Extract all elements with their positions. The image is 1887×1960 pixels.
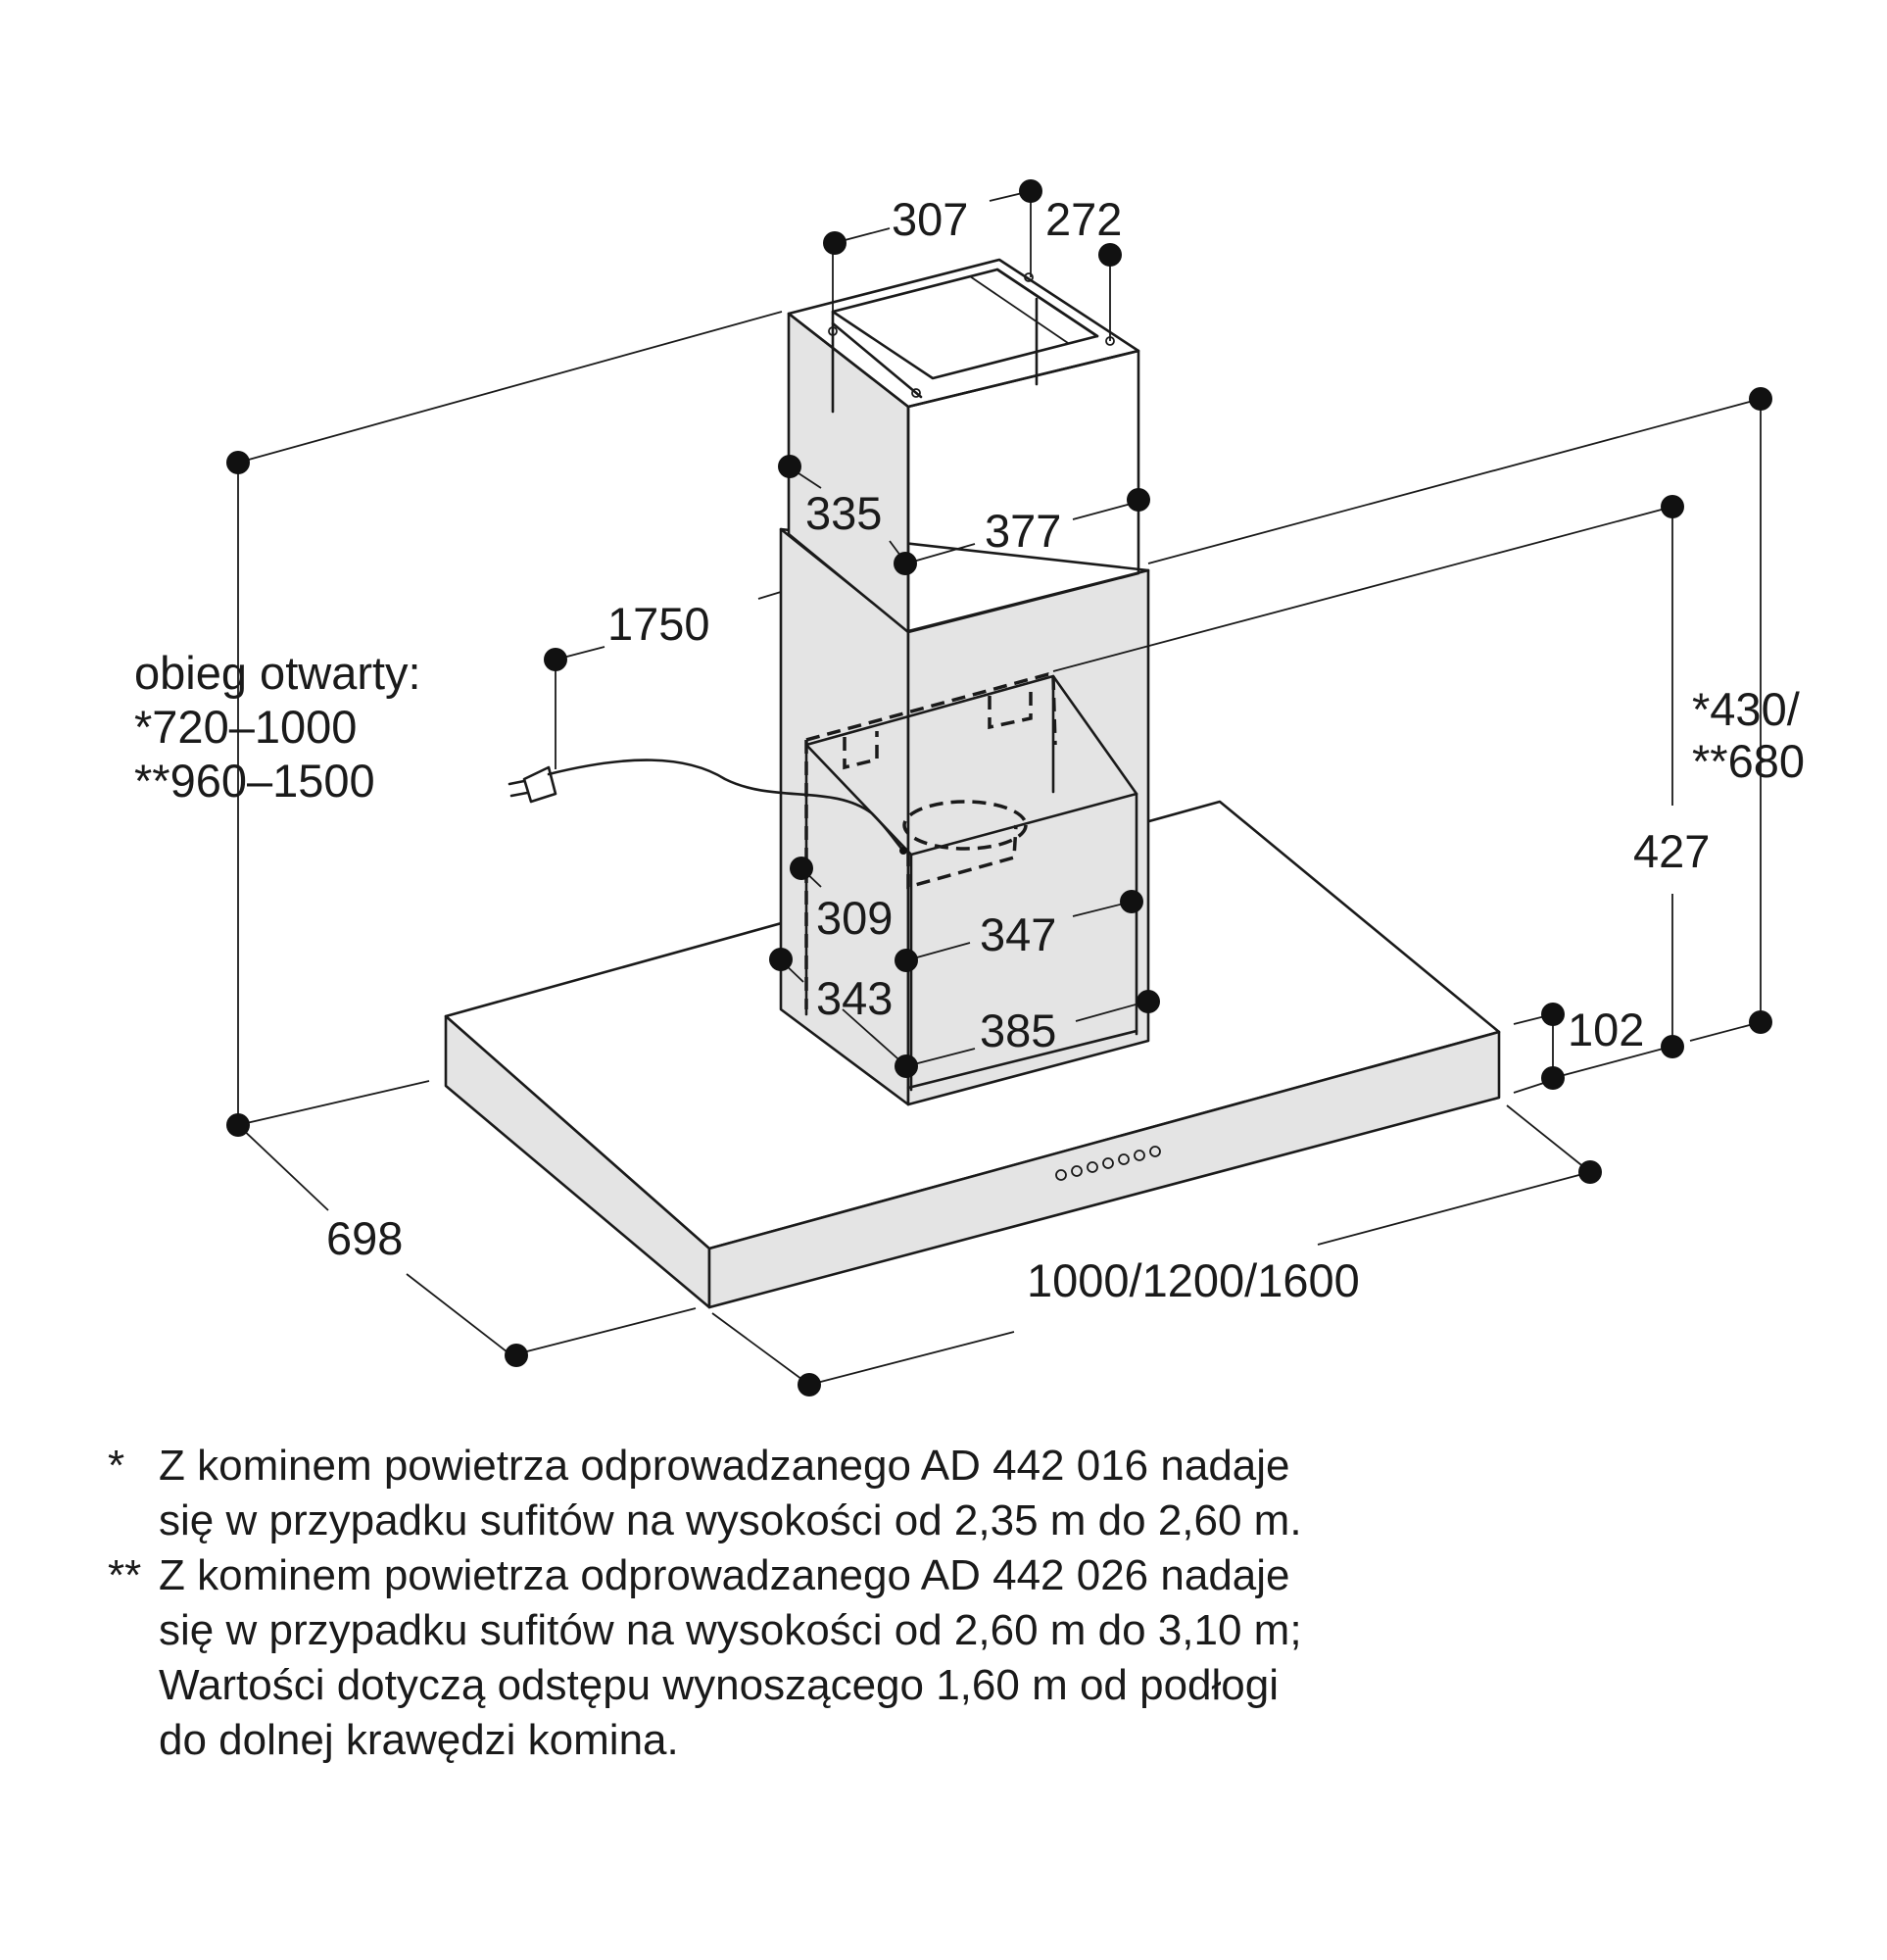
dim-label-427: 427 bbox=[1633, 825, 1710, 877]
dim-label-680: **680 bbox=[1692, 735, 1805, 787]
dim-label-272: 272 bbox=[1045, 193, 1122, 245]
dim-point bbox=[226, 451, 250, 474]
footnote-text: Z kominem powietrza odprowadzanego AD 44… bbox=[159, 1439, 1636, 1548]
dim-label-347: 347 bbox=[980, 908, 1056, 960]
dim-point bbox=[1137, 990, 1160, 1013]
dim-point bbox=[1127, 488, 1150, 512]
dim-label-307: 307 bbox=[892, 193, 968, 245]
dim-point bbox=[1098, 243, 1122, 267]
dim-point bbox=[1120, 890, 1143, 913]
footnote-mark: * bbox=[108, 1442, 125, 1490]
footnote-text: Z kominem powietrza odprowadzanego AD 44… bbox=[159, 1548, 1636, 1768]
dim-point bbox=[505, 1344, 528, 1367]
dim-point bbox=[1749, 1010, 1772, 1034]
dim-label-335: 335 bbox=[805, 487, 882, 539]
side-note-range-1: *720–1000 bbox=[134, 701, 357, 753]
dim-point bbox=[1661, 1035, 1684, 1058]
dim-point bbox=[1541, 1066, 1565, 1090]
dim-point bbox=[790, 857, 813, 880]
footnote-single-star: * Z kominem powietrza odprowadzanego AD … bbox=[108, 1439, 1636, 1548]
dim-point bbox=[1019, 179, 1042, 203]
open-circulation-note: obieg otwarty: *720–1000 **960–1500 bbox=[134, 647, 421, 807]
dimension-lines bbox=[237, 190, 1762, 1386]
dim-label-430: *430/ bbox=[1692, 683, 1801, 735]
dim-point bbox=[1661, 495, 1684, 518]
dim-label-1750: 1750 bbox=[607, 598, 710, 650]
dim-point bbox=[798, 1373, 821, 1396]
footnote-double-star: ** Z kominem powietrza odprowadzanego AD… bbox=[108, 1548, 1636, 1768]
dim-label-309: 309 bbox=[816, 892, 893, 944]
footnotes: * Z kominem powietrza odprowadzanego AD … bbox=[108, 1439, 1636, 1768]
footnote-line: do dolnej krawędzi komina. bbox=[159, 1716, 679, 1764]
footnote-line: się w przypadku sufitów na wysokości od … bbox=[159, 1606, 1302, 1654]
footnote-line: Wartości dotyczą odstępu wynoszącego 1,6… bbox=[159, 1661, 1280, 1709]
hood-canopy bbox=[444, 800, 1501, 1309]
lower-chimney bbox=[779, 527, 1150, 1106]
dim-label-102: 102 bbox=[1568, 1004, 1644, 1055]
dim-point bbox=[544, 648, 567, 671]
dim-point bbox=[1749, 387, 1772, 411]
dim-label-385: 385 bbox=[980, 1004, 1056, 1056]
side-note-range-2: **960–1500 bbox=[134, 755, 375, 807]
dimension-points bbox=[226, 179, 1772, 1396]
dim-point bbox=[1578, 1160, 1602, 1184]
side-note-title: obieg otwarty: bbox=[134, 647, 421, 699]
footnote-line: się w przypadku sufitów na wysokości od … bbox=[159, 1496, 1302, 1544]
power-cable bbox=[508, 759, 907, 855]
dim-point bbox=[895, 949, 918, 972]
footnote-line: Z kominem powietrza odprowadzanego AD 44… bbox=[159, 1442, 1290, 1490]
dim-point bbox=[895, 1054, 918, 1078]
dim-label-377: 377 bbox=[985, 505, 1061, 557]
footnote-mark: ** bbox=[108, 1551, 142, 1599]
footnote-line: Z kominem powietrza odprowadzanego AD 44… bbox=[159, 1551, 1290, 1599]
dim-label-canopy-width: 1000/1200/1600 bbox=[1027, 1254, 1360, 1306]
dim-label-343: 343 bbox=[816, 972, 893, 1024]
dim-point bbox=[1541, 1003, 1565, 1026]
dim-point bbox=[778, 455, 801, 478]
dim-point bbox=[769, 948, 793, 971]
dim-label-698: 698 bbox=[326, 1212, 403, 1264]
upper-chimney bbox=[787, 258, 1140, 634]
dim-point bbox=[894, 552, 917, 575]
dimension-labels: 307 272 335 377 1750 309 347 343 385 698… bbox=[326, 193, 1805, 1306]
dim-point bbox=[226, 1113, 250, 1137]
dim-point bbox=[823, 231, 847, 255]
control-buttons bbox=[1055, 1146, 1161, 1181]
